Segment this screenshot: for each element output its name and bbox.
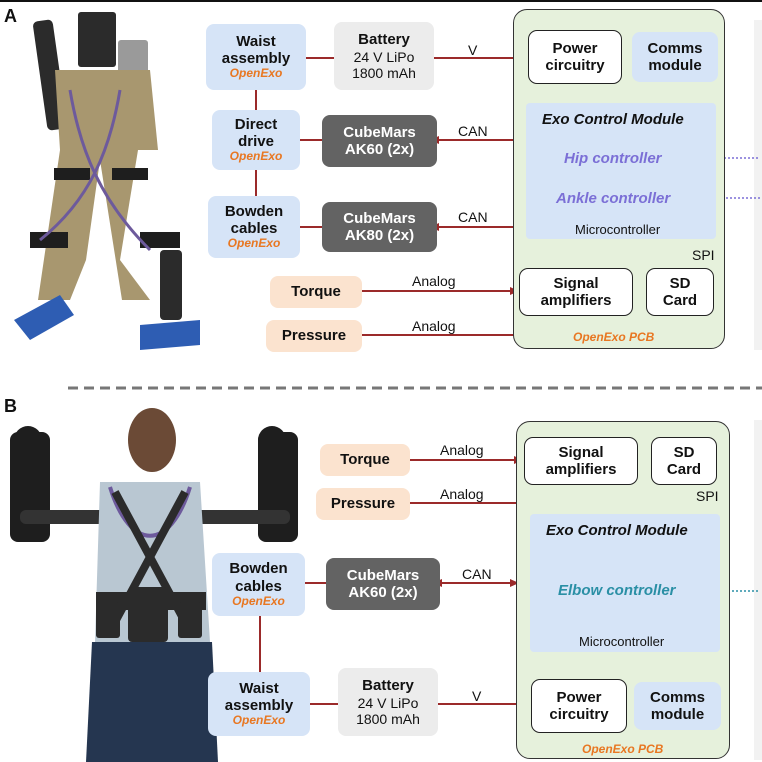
a-signal-amplifiers-box: Signal amplifiers [519, 268, 633, 316]
a-motor1-line2: AK60 (2x) [344, 141, 415, 158]
b-battery-line2: 1800 mAh [356, 710, 420, 727]
a-motor2-box: CubeMars AK80 (2x) [322, 202, 437, 252]
b-pressure-label: Pressure [330, 495, 396, 513]
b-torque-label: Torque [340, 451, 390, 469]
b-comms-line1: Comms [649, 688, 705, 706]
b-ecm-title: Exo Control Module [546, 522, 688, 539]
a-motor2-line1: CubeMars [343, 209, 416, 227]
b-comms-line2: module [650, 706, 705, 723]
a-power-box: Power circuitry [528, 30, 622, 84]
a-motor1-box: CubeMars AK60 (2x) [322, 115, 437, 167]
a-label-spi: SPI [692, 247, 715, 263]
a-battery-title: Battery [358, 31, 410, 49]
a-hip-controller: Hip controller [564, 150, 662, 167]
b-sd-line1: SD [673, 443, 695, 461]
a-pcb-tag: OpenExo PCB [573, 330, 655, 344]
a-ankle-controller: Ankle controller [556, 190, 671, 207]
a-power-line1: Power [552, 39, 598, 57]
a-microcontroller-label: Microcontroller [575, 222, 661, 237]
right-strip-a [754, 20, 762, 350]
a-torque-box: Torque [270, 276, 362, 308]
b-motor-line2: AK60 (2x) [348, 584, 418, 601]
a-sd-line1: SD [669, 274, 691, 292]
b-bowden-title-2: cables [235, 577, 282, 595]
b-waist-title-1: Waist [239, 679, 279, 697]
b-sd-card-box: SD Card [651, 437, 717, 485]
a-ecm-title: Exo Control Module [542, 111, 684, 128]
a-label-v: V [468, 42, 478, 58]
a-pressure-box: Pressure [266, 320, 362, 352]
lower-limb-exo-photo [14, 12, 200, 350]
a-comms-line2: module [648, 57, 702, 74]
a-direct-drive-box: Direct drive OpenExo [212, 110, 300, 170]
a-label-can1: CAN [458, 123, 488, 139]
a-waist-tag: OpenExo [229, 66, 283, 81]
b-battery-box: Battery 24 V LiPo 1800 mAh [338, 668, 438, 736]
a-torque-label: Torque [291, 283, 341, 301]
b-bowden-tag: OpenExo [232, 593, 285, 608]
a-power-line2: circuitry [545, 57, 605, 74]
b-elbow-controller: Elbow controller [558, 582, 676, 599]
a-direct-title-2: drive [238, 133, 274, 151]
a-battery-line2: 1800 mAh [352, 64, 416, 81]
right-strip-b [754, 420, 762, 760]
a-battery-line1: 24 V LiPo [353, 48, 415, 65]
upper-limb-exo-photo [10, 408, 298, 762]
a-battery-box: Battery 24 V LiPo 1800 mAh [334, 22, 434, 90]
a-comms-line1: Comms [647, 39, 703, 57]
panel-b-letter: B [4, 396, 17, 416]
b-waist-assembly-box: Waist assembly OpenExo [208, 672, 310, 736]
b-sd-line2: Card [666, 461, 702, 478]
b-exo-control-module [530, 514, 720, 652]
b-microcontroller-label: Microcontroller [579, 634, 665, 649]
a-exo-control-module [526, 103, 716, 239]
a-comms-box: Comms module [632, 32, 718, 82]
b-label-analog2: Analog [440, 486, 484, 502]
a-direct-title-1: Direct [234, 115, 278, 133]
a-motor1-line1: CubeMars [343, 123, 416, 141]
b-waist-tag: OpenExo [232, 713, 286, 728]
a-label-analog1: Analog [412, 273, 456, 289]
a-bowden-tag: OpenExo [227, 236, 281, 251]
a-signal-line2: amplifiers [540, 292, 612, 309]
b-label-v: V [472, 688, 482, 704]
a-bowden-title-2: cables [230, 220, 278, 238]
b-power-box: Power circuitry [531, 679, 627, 733]
b-label-can: CAN [462, 566, 492, 582]
b-label-spi: SPI [696, 488, 719, 504]
b-battery-line1: 24 V LiPo [357, 694, 419, 711]
panel-a-letter: A [4, 6, 17, 26]
a-direct-tag: OpenExo [229, 149, 283, 164]
b-waist-title-2: assembly [224, 697, 294, 715]
b-battery-title: Battery [362, 677, 414, 695]
b-power-line2: circuitry [549, 706, 609, 723]
a-motor2-line2: AK80 (2x) [344, 227, 415, 244]
a-waist-title-2: assembly [221, 50, 291, 68]
a-waist-title-1: Waist [236, 32, 276, 50]
a-bowden-box: Bowden cables OpenExo [208, 196, 300, 258]
a-sd-card-box: SD Card [646, 268, 714, 316]
a-label-analog2: Analog [412, 318, 456, 334]
b-signal-line1: Signal [558, 443, 604, 461]
a-sd-line2: Card [662, 292, 698, 309]
b-signal-amplifiers-box: Signal amplifiers [524, 437, 638, 485]
b-motor-line1: CubeMars [346, 566, 420, 584]
b-label-analog1: Analog [440, 442, 484, 458]
b-power-line1: Power [556, 688, 602, 706]
b-torque-box: Torque [320, 444, 410, 476]
a-pressure-label: Pressure [281, 327, 347, 345]
b-motor-box: CubeMars AK60 (2x) [326, 558, 440, 610]
a-waist-assembly-box: Waist assembly OpenExo [206, 24, 306, 90]
b-bowden-title-1: Bowden [229, 560, 288, 578]
b-bowden-box: Bowden cables OpenExo [212, 553, 305, 616]
b-pcb-tag: OpenExo PCB [582, 742, 664, 756]
b-pressure-box: Pressure [316, 488, 410, 520]
a-signal-line1: Signal [553, 274, 599, 292]
b-signal-line2: amplifiers [545, 461, 617, 478]
b-comms-box: Comms module [634, 682, 721, 730]
a-bowden-title-1: Bowden [224, 202, 284, 220]
a-label-can2: CAN [458, 209, 488, 225]
